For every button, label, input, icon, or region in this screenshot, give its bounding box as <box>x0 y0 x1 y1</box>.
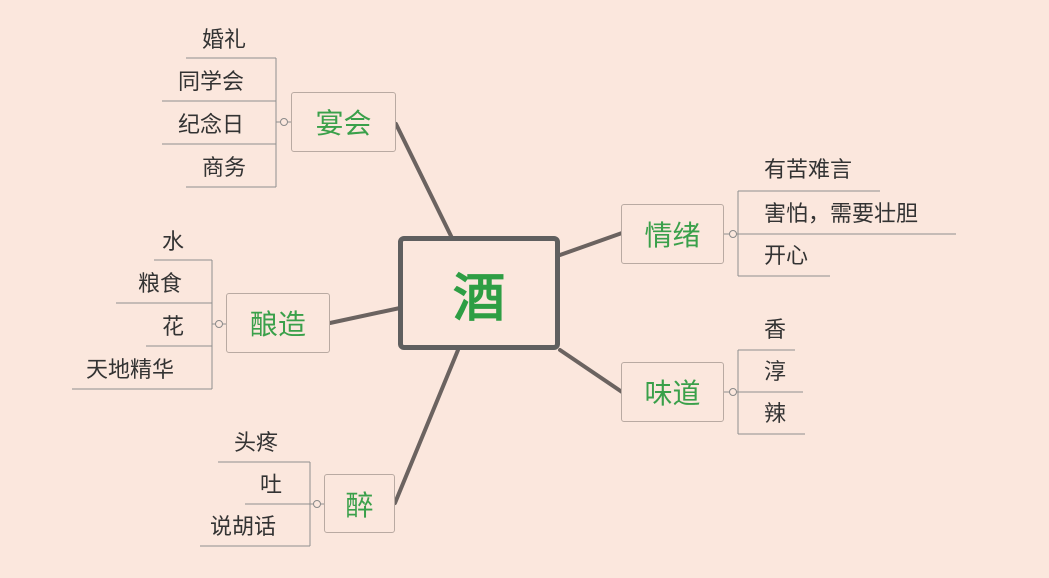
leaf-emotion-courage: 害怕，需要壮胆 <box>764 202 919 227</box>
collapse-toggle-emotion[interactable] <box>729 230 737 238</box>
branch-emotion[interactable]: 情绪 <box>621 204 724 264</box>
leaf-drunk-vomit: 吐 <box>260 473 283 498</box>
leaf-taste-fragrant: 香 <box>764 318 787 343</box>
collapse-toggle-taste[interactable] <box>729 388 737 396</box>
leaf-banquet-anniversary: 纪念日 <box>178 113 245 138</box>
branch-banquet-label: 宴会 <box>315 107 372 140</box>
leaf-brewing-water: 水 <box>162 230 185 255</box>
collapse-toggle-banquet[interactable] <box>280 118 288 126</box>
collapse-toggle-drunk[interactable] <box>313 500 321 508</box>
leaf-taste-spicy: 辣 <box>764 402 787 427</box>
leaf-brewing-essence: 天地精华 <box>86 358 175 383</box>
leaf-drunk-nonsense: 说胡话 <box>210 515 277 540</box>
branch-taste-label: 味道 <box>644 377 701 410</box>
leaf-banquet-wedding: 婚礼 <box>202 28 247 53</box>
leaf-brewing-grain: 粮食 <box>138 272 183 297</box>
leaf-banquet-reunion: 同学会 <box>178 70 245 95</box>
leaf-banquet-business: 商务 <box>202 156 247 181</box>
leaf-taste-mellow: 淳 <box>764 360 787 385</box>
central-topic-label: 酒 <box>452 268 505 329</box>
branch-banquet[interactable]: 宴会 <box>291 92 396 152</box>
leaf-brewing-flower: 花 <box>162 315 185 340</box>
leaf-drunk-headache: 头疼 <box>234 431 279 456</box>
branch-taste[interactable]: 味道 <box>621 362 724 422</box>
collapse-toggle-brewing[interactable] <box>215 320 223 328</box>
branch-drunk-label: 醉 <box>345 488 374 522</box>
leaf-emotion-bitter: 有苦难言 <box>764 158 853 183</box>
branch-brewing-label: 酿造 <box>249 308 306 341</box>
branch-drunk[interactable]: 醉 <box>324 474 395 533</box>
branch-brewing[interactable]: 酿造 <box>226 293 330 353</box>
leaf-emotion-happy: 开心 <box>764 244 809 269</box>
branch-emotion-label: 情绪 <box>644 219 701 252</box>
central-topic[interactable]: 酒 <box>398 236 560 350</box>
